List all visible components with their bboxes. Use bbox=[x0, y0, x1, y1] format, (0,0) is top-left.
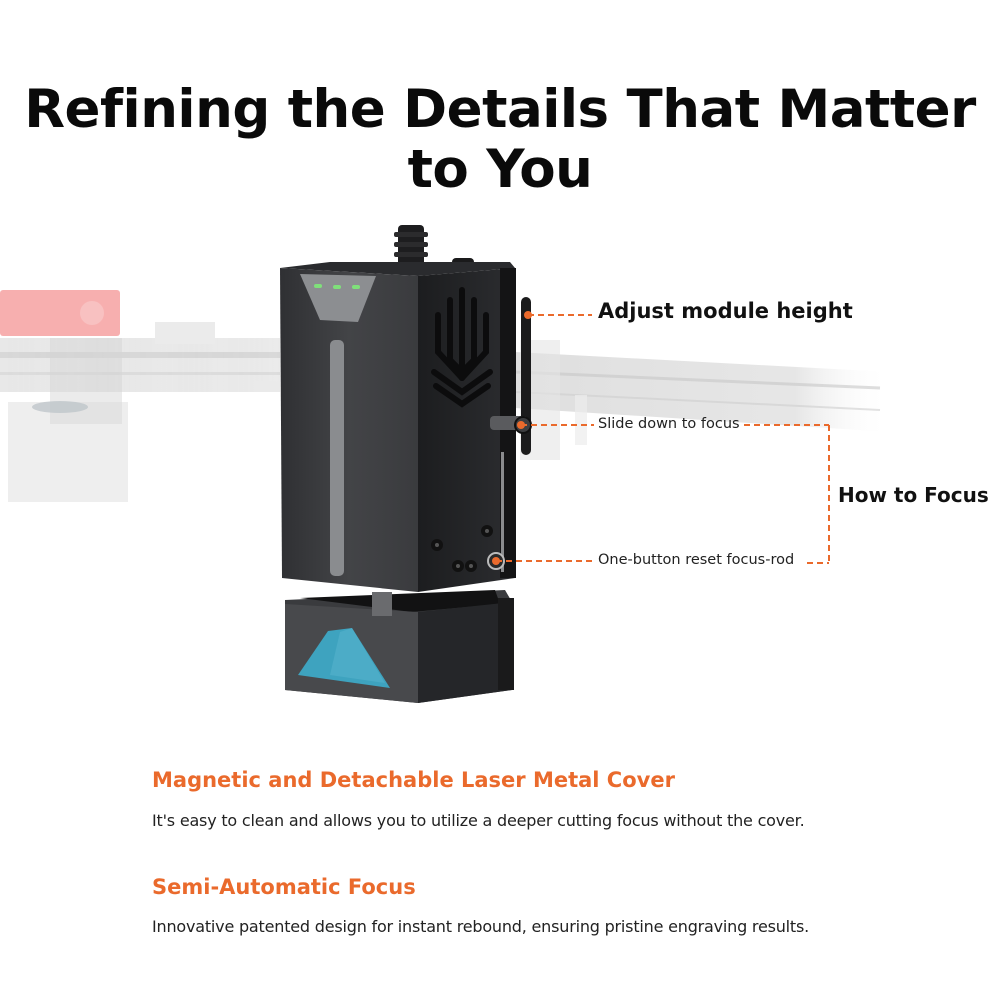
focus-lever bbox=[490, 297, 532, 455]
metal-cover bbox=[285, 590, 514, 703]
callout-dot-slide bbox=[517, 421, 525, 429]
callout-dot-height bbox=[524, 311, 532, 319]
feature-description-focus: Innovative patented design for instant r… bbox=[152, 917, 810, 936]
callout-adjust-height: Adjust module height bbox=[598, 299, 853, 323]
page-title: Refining the Details That Matter to You bbox=[0, 78, 1000, 200]
gantry-rail-right bbox=[514, 340, 890, 460]
laser-module-body bbox=[280, 262, 516, 592]
feature-description-cover: It's easy to clean and allows you to uti… bbox=[152, 811, 805, 830]
gantry-rail-left bbox=[0, 290, 280, 502]
title-line-1: Refining the Details That Matter bbox=[24, 78, 976, 140]
callout-lines bbox=[496, 314, 830, 564]
feature-heading-focus: Semi-Automatic Focus bbox=[152, 875, 416, 899]
laser-module-illustration bbox=[0, 225, 890, 703]
feature-heading-cover: Magnetic and Detachable Laser Metal Cove… bbox=[152, 768, 675, 792]
title-line-2: to You bbox=[407, 138, 593, 200]
vent-grille bbox=[431, 287, 493, 408]
callout-dot-reset bbox=[492, 557, 500, 565]
callout-reset-rod: One-button reset focus-rod bbox=[598, 552, 795, 568]
callout-slide-down: Slide down to focus bbox=[598, 416, 740, 432]
callout-how-to-focus: How to Focus bbox=[838, 483, 989, 507]
